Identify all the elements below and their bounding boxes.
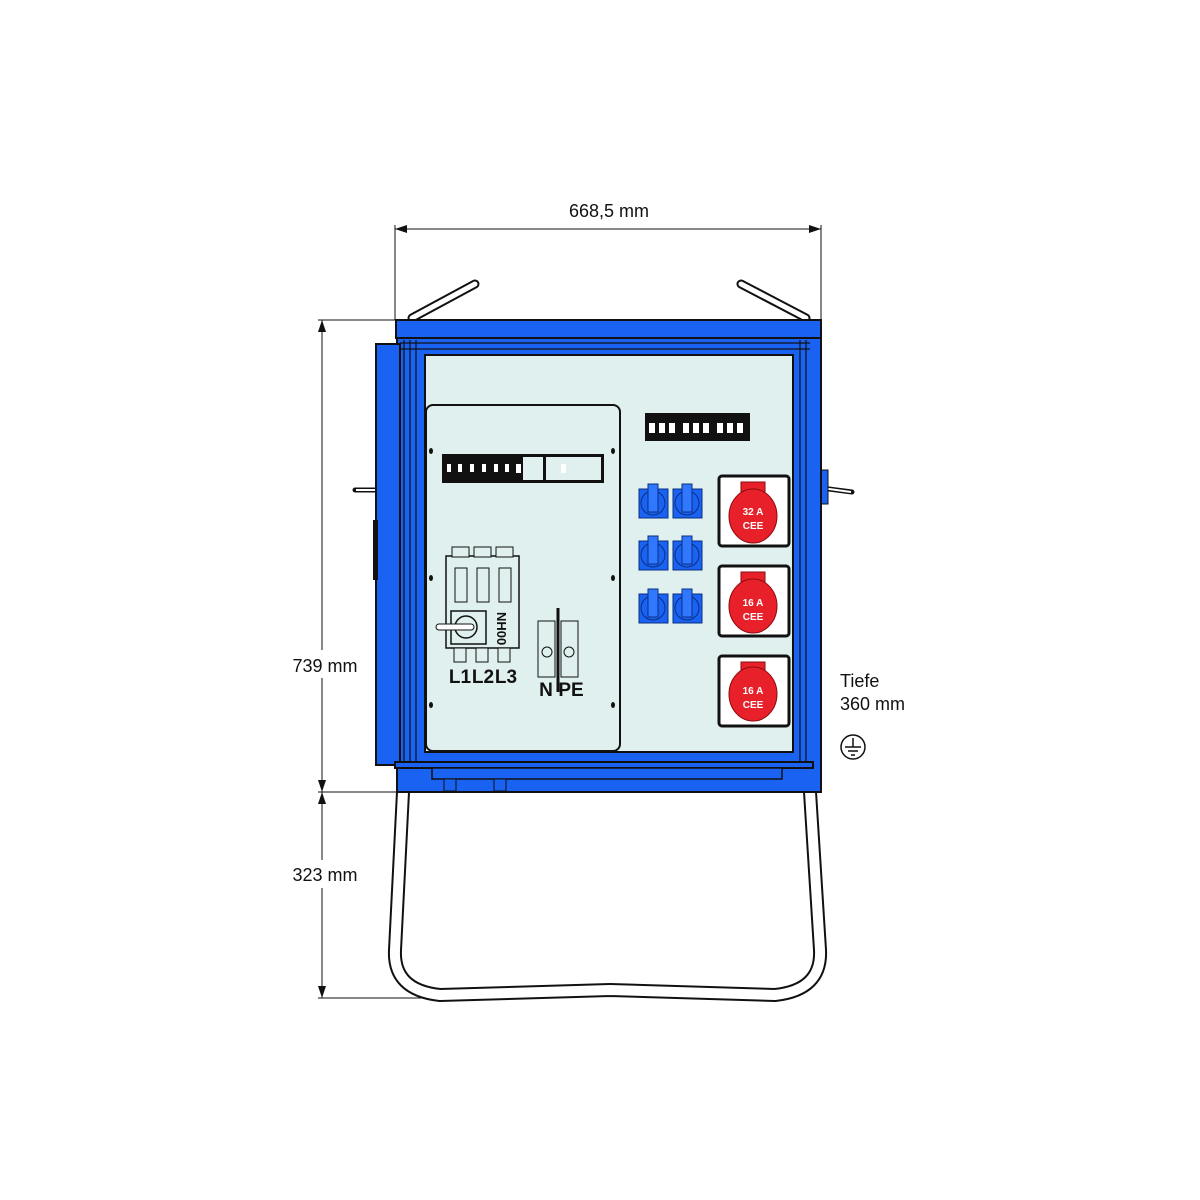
stand-frame (387, 791, 828, 1002)
schuko-socket[interactable] (672, 588, 703, 624)
cee-rating: 16 A (743, 686, 764, 697)
circuit-breaker-strip (442, 454, 604, 483)
cee-type: CEE (743, 612, 764, 623)
terminal-label-n: N (539, 680, 553, 701)
rcd-breaker-strip (645, 413, 750, 441)
height-dimension: 739 mm 323 mm (290, 319, 440, 999)
ground-icon (840, 734, 866, 760)
main-switch-nh00[interactable]: NH00 (435, 546, 520, 663)
depth-label: Tiefe (840, 671, 879, 691)
switch-type-label: NH00 (494, 612, 509, 645)
stand-height-label: 323 mm (292, 865, 357, 885)
cee-type: CEE (743, 521, 764, 532)
n-pe-terminals (537, 608, 579, 692)
lifting-eye-left (407, 279, 480, 323)
cee-rating: 16 A (743, 598, 764, 609)
schuko-socket[interactable] (638, 483, 669, 519)
schuko-socket[interactable] (672, 535, 703, 571)
cee-socket-16a[interactable]: 16 A CEE (717, 564, 791, 638)
schuko-sockets (638, 483, 703, 624)
cee-rating: 32 A (743, 507, 764, 518)
width-dimension: 668,5 mm (394, 201, 822, 320)
roof (395, 319, 822, 339)
box-height-label: 739 mm (292, 656, 357, 676)
cee-type: CEE (743, 700, 764, 711)
width-label: 668,5 mm (569, 201, 649, 221)
schuko-socket[interactable] (672, 483, 703, 519)
cee-socket-16a[interactable]: 16 A CEE (717, 654, 791, 728)
switch-handle[interactable] (435, 623, 475, 631)
cee-socket-32a[interactable]: 32 A CEE (717, 474, 791, 548)
lifting-eye-right (736, 279, 811, 323)
depth-value: 360 mm (840, 694, 905, 714)
phase-label-l3: L3 (495, 667, 517, 688)
door-lock-right (818, 469, 855, 505)
schuko-socket[interactable] (638, 588, 669, 624)
terminal-label-pe: PE (558, 680, 583, 701)
phase-label-l1: L1 (449, 667, 472, 688)
schuko-socket[interactable] (638, 535, 669, 571)
phase-label-l2: L2 (472, 667, 494, 688)
door-hinge-side[interactable] (375, 343, 401, 766)
